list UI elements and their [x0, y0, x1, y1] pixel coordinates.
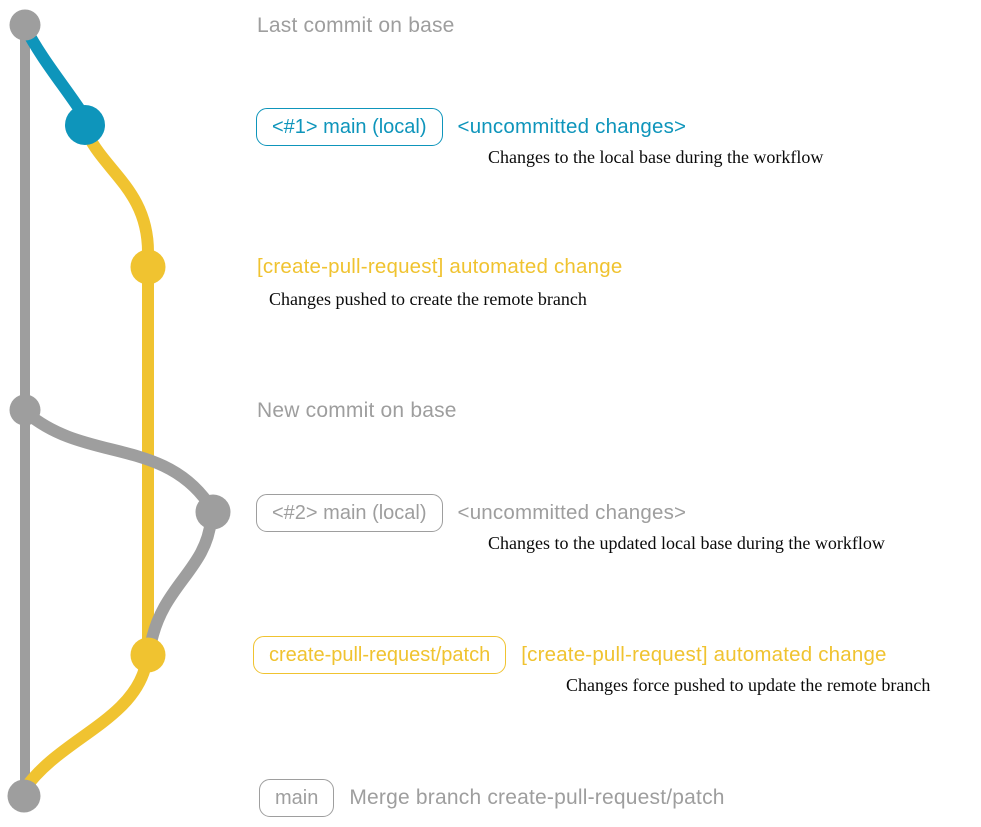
commit-graph: [7, 9, 231, 813]
automated-change-heading-1: [create-pull-request] automated change: [257, 255, 623, 278]
uncommitted-changes-heading-2: <uncommitted changes>: [457, 501, 687, 524]
commit-node-merge-icon: [7, 779, 41, 813]
patch-branch-line: [82, 129, 154, 658]
commit-node-patch-1-icon: [130, 249, 166, 285]
patch-merge-line: [18, 662, 151, 796]
commit-node-main-local-2-icon: [195, 494, 231, 530]
caption-local-base-changes-1: Changes to the local base during the wor…: [488, 147, 824, 167]
commit-label-new-base: New commit on base: [257, 399, 457, 422]
main-local-branch-line-1: [19, 21, 90, 122]
branch-badge-main-local-2: <#2> main (local): [256, 494, 443, 532]
commit-node-new-base-icon: [9, 394, 41, 426]
commit-node-patch-2-icon: [130, 637, 166, 673]
commit-node-main-local-1-icon: [65, 105, 105, 145]
caption-local-base-changes-2: Changes to the updated local base during…: [488, 533, 885, 553]
commit-node-last-base-icon: [9, 9, 41, 41]
branch-badge-main: main: [259, 779, 335, 817]
uncommitted-changes-heading-1: <uncommitted changes>: [457, 115, 687, 138]
branch-badge-patch: create-pull-request/patch: [253, 636, 507, 674]
branch-badge-main-local-1: <#1> main (local): [256, 108, 443, 146]
caption-force-push-remote-branch: Changes force pushed to update the remot…: [566, 675, 931, 695]
caption-push-remote-branch: Changes pushed to create the remote bran…: [269, 289, 587, 309]
automated-change-heading-2: [create-pull-request] automated change: [521, 643, 887, 666]
commit-label-last-base: Last commit on base: [257, 14, 455, 37]
merge-commit-message: Merge branch create-pull-request/patch: [349, 786, 725, 809]
main-local-branch-line-2: [21, 407, 214, 509]
main-local-rebase-line: [145, 514, 217, 649]
